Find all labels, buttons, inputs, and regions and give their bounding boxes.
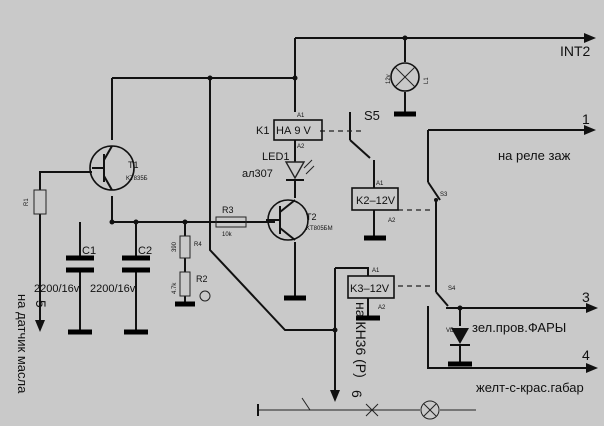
label-k1-a2: A2	[297, 144, 305, 150]
label-r2: R2	[196, 274, 208, 284]
lamp-l1-icon	[390, 62, 420, 92]
label-k2-a1: A1	[376, 181, 384, 187]
labels: INT2 1 на реле заж 3 зел.пров.ФАРЫ 4 жел…	[15, 43, 591, 398]
label-s5: S5	[364, 108, 380, 123]
label-term-6: 6	[349, 390, 365, 398]
label-term-4: 4	[582, 347, 590, 363]
label-term-3: 3	[582, 289, 590, 305]
label-al307: ал307	[242, 168, 273, 180]
junction-dots	[109, 35, 463, 333]
label-r2-value: 4.7k	[172, 282, 178, 294]
sensor-icon	[199, 290, 211, 302]
label-k2-a2: A2	[388, 218, 396, 224]
label-term-5: 5	[33, 300, 49, 308]
label-r4-value: 390	[172, 241, 178, 252]
label-na-kn36: на КН36 (Р)	[353, 302, 369, 378]
arrow-6-icon	[330, 390, 340, 402]
label-k2: K2–12V	[356, 195, 396, 207]
label-k1: K1	[256, 125, 269, 137]
diode-vd-icon	[450, 328, 470, 346]
label-r3: R3	[222, 205, 234, 215]
resistor-r2	[179, 271, 191, 297]
label-int2: INT2	[560, 43, 591, 59]
label-l1: L1	[424, 77, 430, 84]
label-k3-a1: A1	[372, 268, 380, 274]
label-t1-type: KT835Б	[126, 176, 148, 182]
resistor-r1	[33, 189, 47, 215]
led1-icon	[284, 159, 315, 181]
lamp-bottom-icon	[420, 400, 440, 420]
mechanical-links	[320, 130, 432, 287]
arrow-3-icon	[586, 303, 598, 313]
bottom-cross-icon	[257, 397, 379, 417]
label-t1: T1	[128, 160, 139, 170]
label-c2: C2	[138, 245, 152, 257]
relay-k2-coil	[351, 187, 399, 211]
label-r4: R4	[194, 242, 202, 248]
transistor-t2	[266, 199, 309, 241]
transistor-t1	[89, 145, 135, 191]
label-s3: S3	[440, 192, 448, 198]
arrow-1-icon	[584, 125, 596, 135]
label-k3: K3–12V	[350, 283, 390, 295]
relay-k1-coil	[273, 119, 323, 141]
label-zhelt-gabar: желт-с-крас.габар	[476, 380, 584, 395]
wires	[35, 33, 598, 411]
label-term-1: 1	[582, 111, 590, 127]
resistor-r3	[215, 216, 247, 228]
arrow-4-icon	[586, 363, 598, 373]
label-l1-value: 12v	[386, 74, 392, 84]
resistor-r4	[179, 235, 191, 259]
relay-k3-coil	[347, 275, 395, 299]
label-k3-a2: A2	[378, 305, 386, 311]
label-t2: T2	[306, 212, 317, 222]
label-vd: VD	[446, 328, 455, 334]
label-c1: C1	[82, 245, 96, 257]
label-k1-spec: НА 9 V	[276, 125, 312, 137]
label-led1: LED1	[262, 151, 290, 163]
arrow-5-icon	[35, 320, 45, 332]
label-r3-value: 10k	[222, 232, 233, 238]
label-na-rele-zazh: на реле заж	[498, 148, 571, 163]
arrow-int2-icon	[584, 33, 596, 43]
label-t2-type: KT805БМ	[306, 226, 333, 232]
capacitor-c2	[122, 255, 150, 273]
label-c1-value: 2200/16v	[34, 283, 80, 295]
label-s4: S4	[448, 286, 456, 292]
label-na-datchik-masla: на датчик масла	[15, 294, 30, 394]
label-k1-a1: A1	[297, 113, 305, 119]
label-zel-prov-fary: зел.пров.ФАРЫ	[472, 320, 566, 335]
label-c2-value: 2200/16v	[90, 283, 136, 295]
ground-bars	[68, 111, 472, 367]
capacitor-c1	[66, 255, 94, 273]
label-r1: R1	[24, 198, 30, 206]
